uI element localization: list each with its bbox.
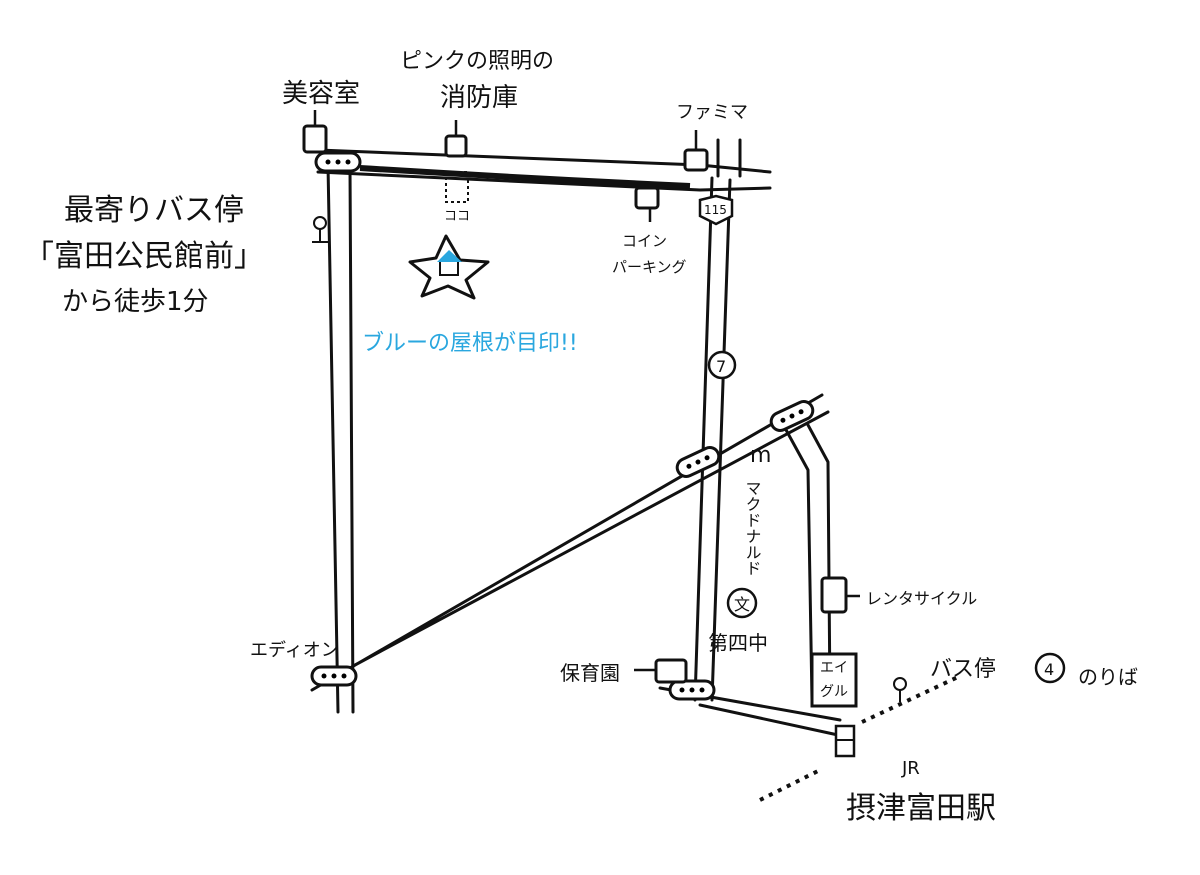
fire-station-marker — [444, 120, 468, 158]
signal-bottom-left — [310, 665, 358, 687]
signal-bottom — [668, 679, 716, 701]
road-right — [693, 176, 732, 702]
bus-stop-note-line1: 最寄りバス停 — [64, 193, 244, 228]
here-dotted-box — [445, 171, 469, 203]
beauty-salon-marker — [302, 110, 328, 154]
railway-line — [759, 674, 961, 802]
signal-diagonal-top — [769, 400, 815, 432]
traffic-signals — [310, 151, 815, 701]
here-label: ココ — [444, 209, 470, 224]
road-stub-top — [716, 138, 742, 178]
coin-parking-label-1: コイン — [622, 232, 667, 250]
route-7-icon: 7 — [707, 350, 737, 380]
bus-stop-4-label-2: のりば — [1078, 665, 1138, 689]
bus-stop-pin-icon — [312, 216, 328, 243]
eagle-label-1: エイ — [820, 660, 848, 676]
nursery-label: 保育園 — [560, 661, 620, 685]
rental-cycle-label: レンタサイクル — [866, 589, 977, 608]
beauty-salon-label: 美容室 — [282, 79, 360, 109]
station-icon — [834, 724, 856, 758]
bus-stop-note-line3: から徒歩1分 — [62, 287, 209, 317]
bus-stop-note-line2: 「富田公民館前」 — [24, 239, 264, 274]
bus-stop-4-pin-icon — [893, 677, 907, 702]
road-top-ink — [359, 165, 691, 189]
station-label-1: JR — [901, 758, 920, 779]
svg-text:4: 4 — [1044, 660, 1054, 679]
road-left — [326, 163, 355, 714]
coin-parking-marker — [634, 186, 660, 222]
road-branch — [783, 423, 832, 702]
svg-text:7: 7 — [716, 357, 726, 376]
eagle-label-2: グル — [820, 684, 848, 700]
famima-marker — [683, 130, 709, 172]
signal-right-middle — [675, 446, 721, 478]
rental-cycle-marker — [820, 576, 860, 614]
nursery-marker — [634, 658, 688, 684]
fire-station-label-2: 消防庫 — [440, 83, 518, 113]
mcdonalds-label: マクドナルド — [743, 480, 762, 576]
coin-parking-label-2: パーキング — [612, 258, 687, 276]
signal-top-left — [314, 151, 362, 173]
blue-roof-note: ブルーの屋根が目印!! — [362, 331, 578, 356]
station-label-2: 摂津富田駅 — [846, 791, 996, 826]
school-icon: 文 — [726, 587, 758, 619]
famima-label: ファミマ — [676, 102, 748, 123]
route-115-icon: 115 — [698, 194, 734, 226]
bus-stop-4-number-icon: 4 — [1034, 652, 1066, 684]
edion-label: エディオン — [250, 640, 339, 661]
svg-text:文: 文 — [734, 595, 750, 614]
road-network — [310, 138, 842, 737]
bus-stop-4-label: バス停 — [930, 657, 996, 682]
road-diagonal — [310, 393, 830, 692]
svg-text:115: 115 — [704, 203, 727, 217]
fire-station-label-1: ピンクの照明の — [400, 49, 554, 74]
mcdonalds-logo-icon: m — [750, 443, 771, 468]
destination-star-icon — [408, 234, 490, 300]
school-label: 第四中 — [708, 631, 768, 655]
eagle-building — [810, 652, 858, 708]
